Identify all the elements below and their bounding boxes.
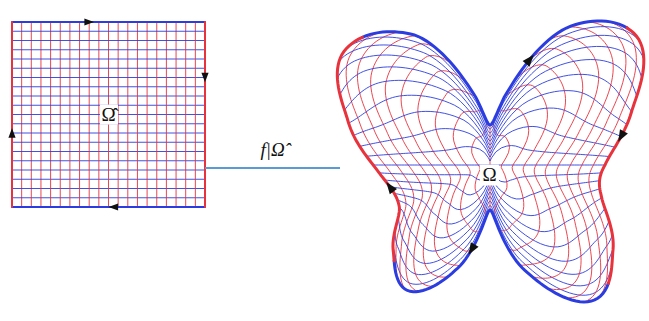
square-grid-line (12, 31, 205, 32)
butterfly-grid-line (453, 110, 482, 231)
orientation-arrow (109, 203, 119, 210)
square-grid-line (185, 22, 186, 207)
square-grid-boundary (204, 22, 206, 207)
square-grid-boundary (11, 22, 13, 207)
orientation-arrow (618, 129, 628, 142)
square-grid-boundary (12, 206, 205, 208)
butterfly-grid-line (354, 108, 622, 153)
butterfly-grid-line (399, 192, 609, 261)
butterfly-grid-line (505, 85, 547, 250)
orientation-arrow (84, 18, 94, 25)
butterfly-grid-line (339, 35, 644, 133)
butterfly-grid-boundary (599, 28, 643, 283)
butterfly-grid-line (530, 48, 583, 278)
mapping-connector (205, 168, 340, 169)
butterfly-grid-line (347, 27, 639, 129)
butterfly-grid-boundary (337, 37, 399, 261)
square-grid-boundary (12, 21, 205, 23)
connector-line (205, 167, 340, 169)
butterfly-grid-line (435, 89, 475, 251)
butterfly-grid-line (398, 197, 612, 275)
butterfly-grid-boundary (362, 21, 627, 125)
domain-label: Ω̂ (99, 104, 117, 125)
orientation-arrow (523, 55, 534, 67)
butterfly-grid-line (371, 36, 423, 292)
domain-label: Ω (480, 164, 498, 185)
butterfly-domain: Ω (340, 0, 645, 321)
butterfly-grid-boundary (394, 210, 608, 302)
square-grid-line (12, 40, 205, 41)
square-grid-line (195, 22, 196, 207)
map-label: f|Ω̂ (258, 139, 286, 162)
square-grid-line (12, 49, 205, 50)
butterfly-grid-line (578, 22, 626, 302)
orientation-arrow (201, 73, 208, 83)
orientation-arrow (8, 128, 15, 138)
source-square: Ω̂ (12, 22, 205, 207)
butterfly-grid-line (515, 65, 565, 266)
butterfly-grid-line (346, 32, 406, 277)
orientation-arrow (469, 242, 479, 255)
orientation-arrow (386, 182, 397, 194)
